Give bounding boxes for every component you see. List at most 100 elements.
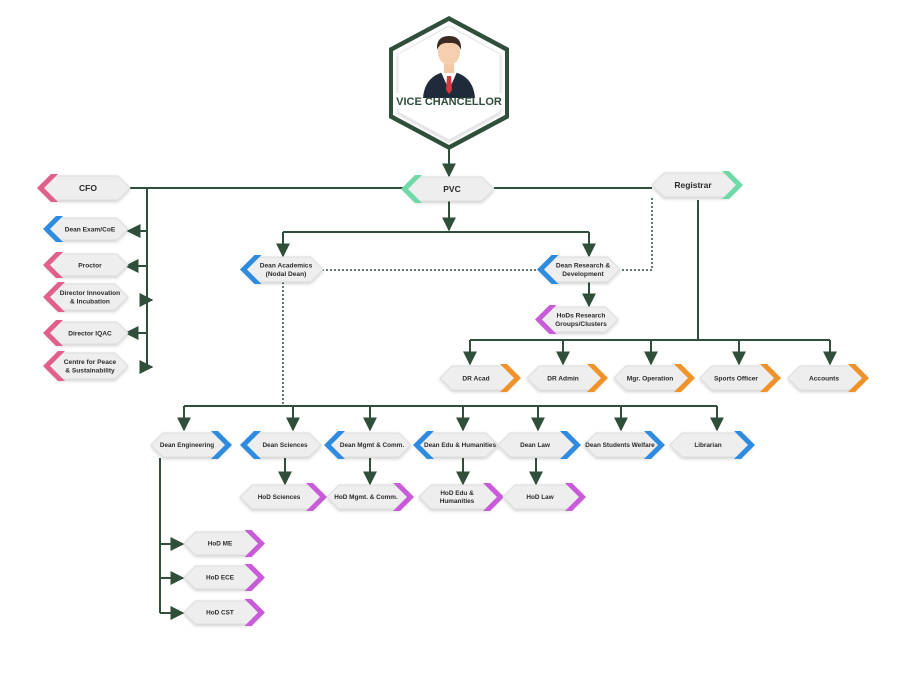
director-innovation-node: Director Innovation& Incubation	[43, 282, 129, 312]
mgr-operation-node: Mgr. Operation	[613, 364, 695, 392]
dean-students-welfare-node-accent	[644, 431, 665, 459]
registrar-node-accent	[722, 171, 743, 199]
dean-engineering-node-accent	[211, 431, 232, 459]
dr-admin-node-accent	[587, 364, 608, 392]
dean-law-node-label: Dean Law	[520, 442, 550, 449]
dean-mgmt-node-accent	[324, 431, 345, 459]
registrar-node-label: Registrar	[674, 180, 712, 190]
dean-sciences-node-label: Dean Sciences	[262, 442, 308, 449]
dean-research-node-label-1: Dean Research &	[556, 263, 610, 270]
dean-academics-node: Dean Academics(Nodal Dean)	[240, 255, 324, 284]
hod-ece-node-accent	[244, 564, 265, 591]
connector-lines	[124, 142, 837, 620]
dr-acad-node: DR Acad	[439, 364, 521, 392]
accounts-node: Accounts	[787, 364, 869, 392]
director-iqac-node-label: Director IQAC	[68, 330, 112, 337]
hod-cst-node-label: HoD CST	[206, 610, 234, 617]
dr-admin-node: DR Admin	[526, 364, 608, 392]
dean-mgmt-node-label: Dean Mgmt & Comm.	[340, 442, 404, 449]
librarian-node: Librarian	[669, 431, 755, 459]
person-avatar-icon	[423, 36, 475, 98]
hod-mgmt-node: HoD Mgmt. & Comm.	[326, 483, 414, 511]
dean-edu-node-accent	[413, 431, 434, 459]
hod-cst-node: HoD CST	[183, 599, 265, 626]
director-iqac-node: Director IQAC	[43, 320, 129, 346]
hod-edu-node: HoD Edu &Humanities	[418, 483, 504, 511]
hod-sciences-node-accent	[306, 483, 327, 511]
hods-research-node-accent	[535, 305, 557, 334]
mgr-operation-node-accent	[674, 364, 695, 392]
dr-admin-node-label: DR Admin	[547, 375, 579, 382]
dean-edu-node: Dean Edu & Humanities	[413, 431, 499, 459]
accounts-node-label: Accounts	[809, 375, 839, 382]
dean-exam-node: Dean Exam/CoE	[43, 216, 129, 242]
hod-sciences-node-label: HoD Sciences	[258, 494, 301, 501]
hod-law-node: HoD Law	[502, 483, 586, 511]
cfo-node: CFO	[37, 174, 131, 202]
librarian-node-label: Librarian	[694, 442, 721, 449]
hod-edu-node-label-1: HoD Edu &	[440, 490, 474, 497]
librarian-node-accent	[734, 431, 755, 459]
centre-peace-node-label-1: Centre for Peace	[64, 359, 117, 366]
hod-mgmt-node-label: HoD Mgmt. & Comm.	[334, 494, 398, 501]
hods-research-node-label-1: HoDs Research	[557, 313, 606, 320]
dean-students-welfare-node-label: Dean Students Welfare	[585, 442, 655, 449]
proctor-node-accent	[43, 252, 63, 278]
pvc-node-accent	[401, 175, 422, 203]
dean-academics-node-label-2: (Nodal Dean)	[266, 271, 307, 278]
centre-peace-node-label-2: & Sustainability	[65, 367, 115, 374]
dean-engineering-node-label: Dean Engineering	[160, 442, 214, 449]
hod-cst-node-accent	[244, 599, 265, 626]
dean-exam-node-accent	[43, 216, 63, 242]
hod-ece-node: HoD ECE	[183, 564, 265, 591]
dean-academics-node-label-1: Dean Academics	[260, 263, 313, 270]
hod-law-node-accent	[565, 483, 586, 511]
vice-chancellor-node: VICE CHANCELLOR	[389, 16, 509, 150]
dean-law-node: Dean Law	[497, 431, 581, 459]
pvc-node-label: PVC	[443, 184, 460, 194]
dean-research-node-label-2: Development	[562, 271, 604, 278]
sports-officer-node: Sports Officer	[699, 364, 781, 392]
hod-me-node: HoD ME	[183, 530, 265, 557]
hod-edu-node-accent	[483, 483, 504, 511]
centre-peace-node-accent	[43, 351, 65, 381]
director-innovation-node-label-2: & Incubation	[70, 298, 110, 305]
cfo-node-accent	[37, 174, 58, 202]
hod-sciences-node: HoD Sciences	[239, 483, 327, 511]
dean-exam-node-label: Dean Exam/CoE	[65, 226, 116, 233]
dean-academics-node-accent	[240, 255, 262, 284]
proctor-node: Proctor	[43, 252, 129, 278]
sports-officer-node-label: Sports Officer	[714, 375, 758, 382]
accounts-node-accent	[848, 364, 869, 392]
dean-sciences-node: Dean Sciences	[240, 431, 322, 459]
hod-ece-node-label: HoD ECE	[206, 575, 235, 582]
dr-acad-node-label: DR Acad	[462, 375, 489, 382]
pvc-node: PVC	[401, 175, 495, 203]
hods-research-node-label-2: Groups/Clusters	[555, 321, 607, 328]
mgr-operation-node-label: Mgr. Operation	[627, 375, 674, 382]
dean-research-node: Dean Research &Development	[537, 255, 621, 284]
dean-research-node-accent	[537, 255, 559, 284]
vc-banner	[393, 93, 505, 109]
hod-me-node-label: HoD ME	[208, 541, 233, 548]
hod-me-node-accent	[244, 530, 265, 557]
dean-students-welfare-node: Dean Students Welfare	[583, 431, 665, 459]
connector-registrar-research-dotted	[620, 198, 653, 271]
dean-engineering-node: Dean Engineering	[150, 431, 232, 459]
dean-law-node-accent	[560, 431, 581, 459]
director-innovation-node-accent	[43, 282, 65, 312]
hod-law-node-label: HoD Law	[526, 494, 553, 501]
director-innovation-node-label-1: Director Innovation	[60, 290, 120, 297]
hod-edu-node-label-2: Humanities	[440, 498, 475, 505]
proctor-node-label: Proctor	[78, 262, 102, 269]
centre-peace-node: Centre for Peace& Sustainability	[43, 351, 129, 381]
sports-officer-node-accent	[760, 364, 781, 392]
director-iqac-node-accent	[43, 320, 63, 346]
cfo-node-label: CFO	[79, 183, 97, 193]
dean-edu-node-label: Dean Edu & Humanities	[424, 442, 497, 449]
vc-title: VICE CHANCELLOR	[396, 96, 502, 108]
registrar-node: Registrar	[651, 171, 743, 199]
